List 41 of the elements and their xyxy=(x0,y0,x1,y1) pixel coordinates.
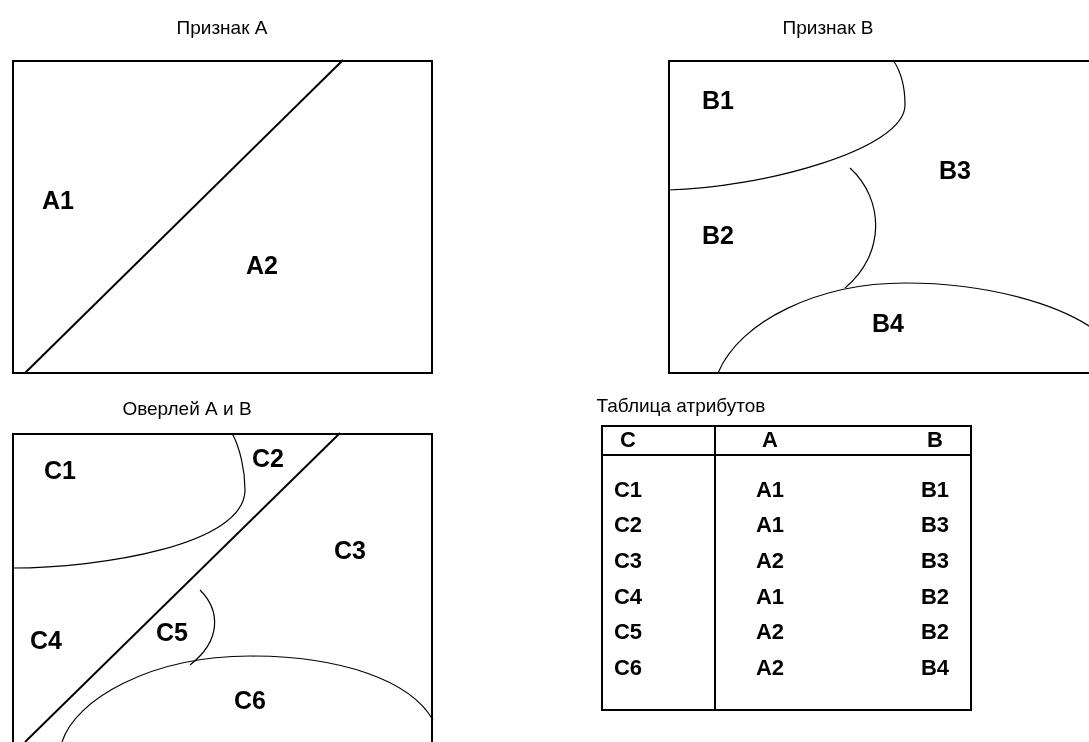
table-cell-text: B3 xyxy=(920,514,950,536)
map-panel xyxy=(12,60,433,374)
table-cell-text: C4 xyxy=(613,586,643,608)
table-cell-text: A1 xyxy=(755,514,785,536)
table-cell-text: C xyxy=(620,429,636,451)
table-cell-text: A2 xyxy=(755,657,785,679)
table-cell-text: A1 xyxy=(755,586,785,608)
region-label: B4 xyxy=(872,310,904,336)
region-label: C5 xyxy=(156,619,188,645)
table-cell-text: C3 xyxy=(613,550,643,572)
region-label: B3 xyxy=(939,157,971,183)
region-label: B2 xyxy=(702,222,734,248)
region-label: C2 xyxy=(252,445,284,471)
table-cell-text: C6 xyxy=(613,657,643,679)
panel-title: Оверлей А и В xyxy=(122,398,252,420)
map-panel xyxy=(12,433,433,742)
table-cell-text: B4 xyxy=(920,657,950,679)
table-cell-text: B2 xyxy=(920,621,950,643)
region-label: C6 xyxy=(234,687,266,713)
region-label: C3 xyxy=(334,537,366,563)
panel-title: Таблица атрибутов xyxy=(596,395,766,417)
table-cell-text: C5 xyxy=(613,621,643,643)
table-cell-text: A1 xyxy=(755,479,785,501)
region-label: A2 xyxy=(246,252,278,278)
table-cell-text: A xyxy=(762,429,778,451)
table-cell-text: B1 xyxy=(920,479,950,501)
table-cell-text: A2 xyxy=(755,550,785,572)
table-cell-text: B2 xyxy=(920,586,950,608)
panel-title: Признак В xyxy=(782,17,874,39)
region-label: B1 xyxy=(702,87,734,113)
table-cell-text: B3 xyxy=(920,550,950,572)
table-cell-text: C2 xyxy=(613,514,643,536)
region-label: C4 xyxy=(30,627,62,653)
region-label: A1 xyxy=(42,187,74,213)
table-cell-text: A2 xyxy=(755,621,785,643)
table-cell-text: B xyxy=(927,429,943,451)
table-cell-text: C1 xyxy=(613,479,643,501)
region-label: C1 xyxy=(44,457,76,483)
map-panel xyxy=(668,60,1089,374)
attribute-table xyxy=(601,425,972,711)
panel-title: Признак А xyxy=(176,17,268,39)
